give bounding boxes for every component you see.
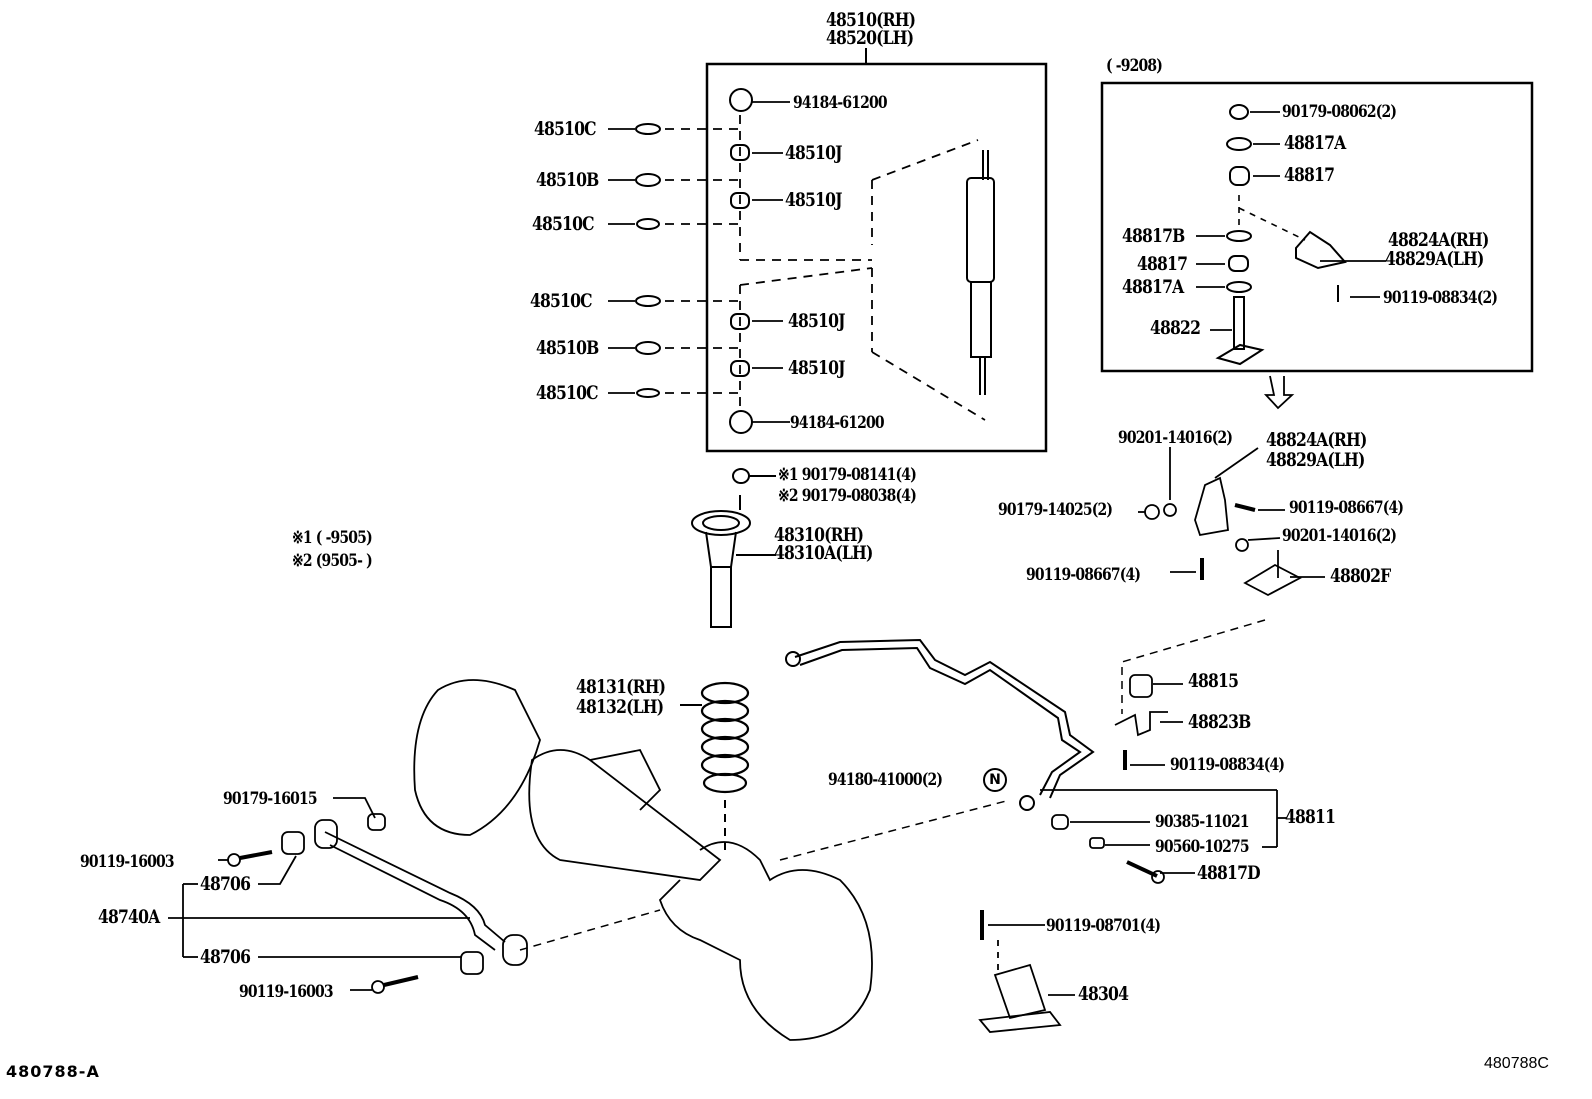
label-bracket-range: ( -9208): [1106, 56, 1163, 76]
label-mount-nut-2: ※2 90179-08038(4): [778, 486, 917, 506]
label-stab-bracket-lh: 48829A(LH): [1266, 449, 1365, 471]
label-bumper-rh: 48310(RH): [774, 524, 864, 546]
label-bushing-retainer: 48510B: [536, 169, 599, 191]
label-bumper-lh: 48310A(LH): [774, 542, 873, 564]
label-nut-top: 94184-61200: [793, 93, 888, 113]
label-rod-bolt-top: 90119-16003: [80, 852, 175, 872]
label-stab-bushing: 48815: [1188, 670, 1239, 692]
label-stopper-bolt: 90119-08701(4): [1046, 916, 1161, 936]
label-clip-b: 90201-14016(2): [1282, 526, 1397, 546]
label-shock-absorber-rh: 48510(RH): [826, 9, 916, 31]
note-1: ※1 ( -9505): [292, 528, 373, 548]
label-clip-a: 90201-14016(2): [1118, 428, 1233, 448]
label-bar-bolt-d: 48817D: [1197, 862, 1261, 884]
label-bracket-rh: 48824A(RH): [1388, 229, 1489, 251]
label-stab-bar-bracket: 48823B: [1188, 711, 1251, 733]
label-stabilizer-bar: 48811: [1285, 806, 1336, 828]
label-stab-nut: 90179-14025(2): [998, 500, 1113, 520]
label-stab-nut-n: 94180-41000(2): [828, 770, 943, 790]
label-cushion-washer: 48510C: [534, 118, 597, 140]
label-cushion: 48510J: [788, 357, 845, 379]
label-nut-bottom: 94184-61200: [790, 413, 885, 433]
label-bracket-nut: 90179-08062(2): [1282, 102, 1397, 122]
label-lateral-rod: 48740A: [98, 906, 160, 928]
label-cushion: 48510J: [785, 189, 842, 211]
bracket-box: [1100, 81, 1534, 373]
label-mount-nut-1: ※1 90179-08141(4): [778, 465, 917, 485]
label-bracket-lh: 48829A(LH): [1385, 248, 1484, 270]
figure-id-left: 480788-A: [6, 1062, 100, 1081]
label-cushion: 48510J: [785, 142, 842, 164]
label-stab-bar-bolt: 90119-08834(4): [1170, 755, 1285, 775]
label-cushion-washer: 48510C: [536, 382, 599, 404]
new-part-n-icon: N: [983, 768, 1007, 792]
label-stopper: 48304: [1078, 983, 1129, 1005]
label-link: 48802F: [1330, 565, 1391, 587]
label-bar-pin: 90560-10275: [1155, 837, 1250, 857]
shock-absorber-box: [705, 62, 1048, 453]
figure-id-right: 480788C: [1484, 1055, 1549, 1072]
label-rod-nut: 90179-16015: [223, 789, 318, 809]
label-rod-bush-top: 48706: [200, 873, 251, 895]
label-spring-lh: 48132(LH): [576, 696, 664, 718]
note-2: ※2 (9505- ): [292, 551, 373, 571]
label-bracket-washer-lower: 48817A: [1122, 276, 1184, 298]
label-cushion: 48510J: [788, 310, 845, 332]
label-bushing-retainer: 48510B: [536, 337, 599, 359]
label-bracket-stud: 48822: [1150, 317, 1201, 339]
label-bracket-washer-b: 48817B: [1122, 225, 1185, 247]
label-bracket-washer-top: 48817A: [1284, 132, 1346, 154]
label-cushion-washer: 48510C: [530, 290, 593, 312]
label-bracket-bolt: 90119-08834(2): [1383, 288, 1498, 308]
label-shock-absorber-lh: 48520(LH): [826, 27, 914, 49]
label-rod-bolt-bottom: 90119-16003: [239, 982, 334, 1002]
label-bracket-cushion-lower: 48817: [1137, 253, 1188, 275]
label-spring-rh: 48131(RH): [576, 676, 666, 698]
label-rod-bush-bottom: 48706: [200, 946, 251, 968]
label-cushion-washer: 48510C: [532, 213, 595, 235]
label-stab-bolt-b: 90119-08667(4): [1026, 565, 1141, 585]
label-stab-bolt-a: 90119-08667(4): [1289, 498, 1404, 518]
label-stab-bracket-rh: 48824A(RH): [1266, 429, 1367, 451]
label-bracket-cushion-top: 48817: [1284, 164, 1335, 186]
label-bar-bush: 90385-11021: [1155, 812, 1250, 832]
